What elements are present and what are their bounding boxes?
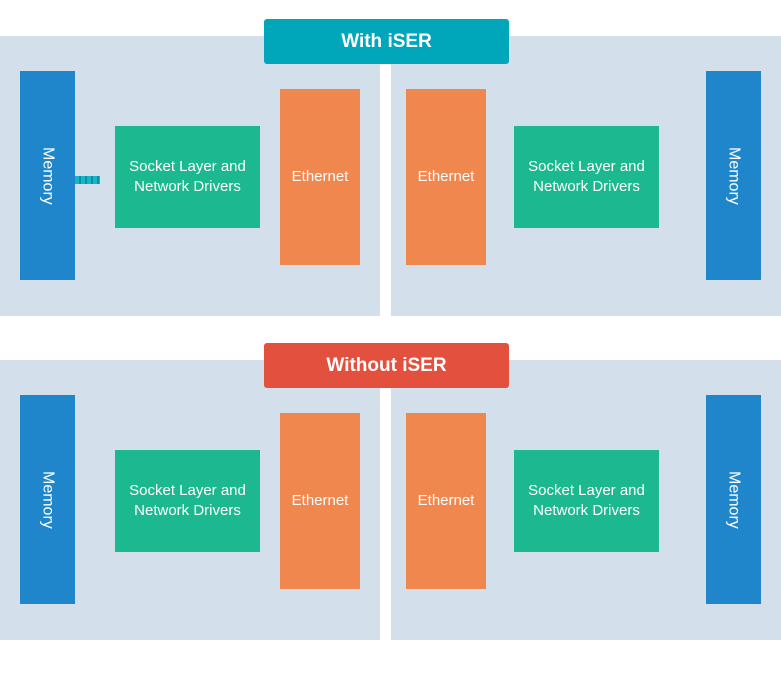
- memory-connector: [75, 176, 100, 184]
- socket-layer-label: Socket Layer and Network Drivers: [129, 158, 246, 195]
- ethernet-block: Ethernet: [280, 89, 360, 265]
- ethernet-label: Ethernet: [291, 168, 349, 185]
- memory-label: Memory: [39, 470, 57, 529]
- memory-label: Memory: [725, 146, 743, 205]
- ethernet-label: Ethernet: [417, 492, 475, 509]
- memory-block: Memory: [706, 395, 761, 604]
- memory-label: Memory: [725, 470, 743, 529]
- with-iser-left-host: Memory Socket Layer and Network Drivers …: [0, 36, 380, 316]
- without-iser-right-host: Ethernet Socket Layer and Network Driver…: [391, 360, 781, 640]
- socket-layer-block: Socket Layer and Network Drivers: [514, 126, 659, 228]
- socket-layer-label: Socket Layer and Network Drivers: [528, 482, 645, 519]
- memory-block: Memory: [20, 71, 75, 280]
- without-iser-left-host: Memory Socket Layer and Network Drivers …: [0, 360, 380, 640]
- socket-layer-block: Socket Layer and Network Drivers: [115, 450, 260, 552]
- socket-layer-block: Socket Layer and Network Drivers: [115, 126, 260, 228]
- with-iser-banner: With iSER: [264, 19, 509, 64]
- memory-block: Memory: [706, 71, 761, 280]
- ethernet-label: Ethernet: [291, 492, 349, 509]
- ethernet-label: Ethernet: [417, 168, 475, 185]
- ethernet-block: Ethernet: [406, 89, 486, 265]
- ethernet-block: Ethernet: [406, 413, 486, 589]
- memory-label: Memory: [39, 146, 57, 205]
- memory-block: Memory: [20, 395, 75, 604]
- ethernet-block: Ethernet: [280, 413, 360, 589]
- without-iser-section: Memory Socket Layer and Network Drivers …: [0, 360, 781, 642]
- socket-layer-label: Socket Layer and Network Drivers: [129, 482, 246, 519]
- socket-layer-label: Socket Layer and Network Drivers: [528, 158, 645, 195]
- without-iser-banner: Without iSER: [264, 343, 509, 388]
- with-iser-right-host: Ethernet Socket Layer and Network Driver…: [391, 36, 781, 316]
- with-iser-section: Memory Socket Layer and Network Drivers …: [0, 36, 781, 318]
- socket-layer-block: Socket Layer and Network Drivers: [514, 450, 659, 552]
